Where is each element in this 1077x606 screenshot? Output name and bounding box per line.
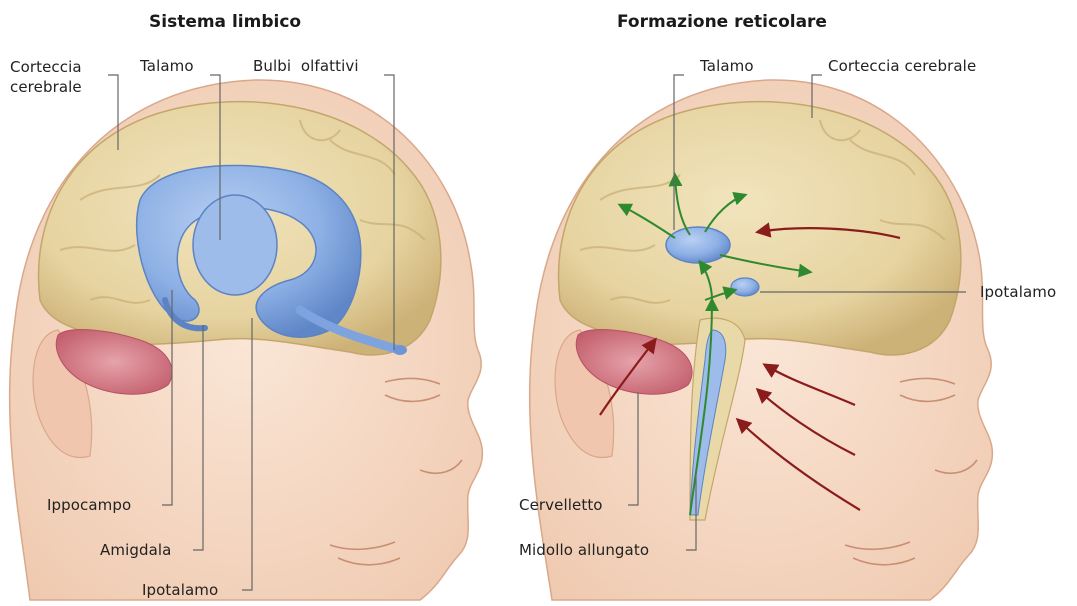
right-thalamus [666,227,730,263]
label-right-thalamus: Talamo [700,57,754,75]
label-left-hippocampus: Ippocampo [47,496,131,514]
label-left-thalamus: Talamo [140,57,194,75]
right-panel-title: Formazione reticolare [617,12,827,32]
label-left-amygdala: Amigdala [100,541,171,559]
label-left-cortex: Corteccia cerebrale [10,57,82,97]
left-head [10,80,483,600]
right-hypothalamus [731,278,759,296]
label-right-medulla: Midollo allungato [519,541,649,559]
label-left-hypothalamus: Ipotalamo [142,581,218,599]
label-right-hypothalamus: Ipotalamo [980,283,1056,301]
label-right-cerebellum: Cervelletto [519,496,603,514]
label-right-cortex: Corteccia cerebrale [828,57,976,75]
left-panel-title: Sistema limbico [149,12,301,32]
label-left-olfactory-bulbs: Bulbi olfattivi [253,57,359,75]
right-head [530,80,993,600]
